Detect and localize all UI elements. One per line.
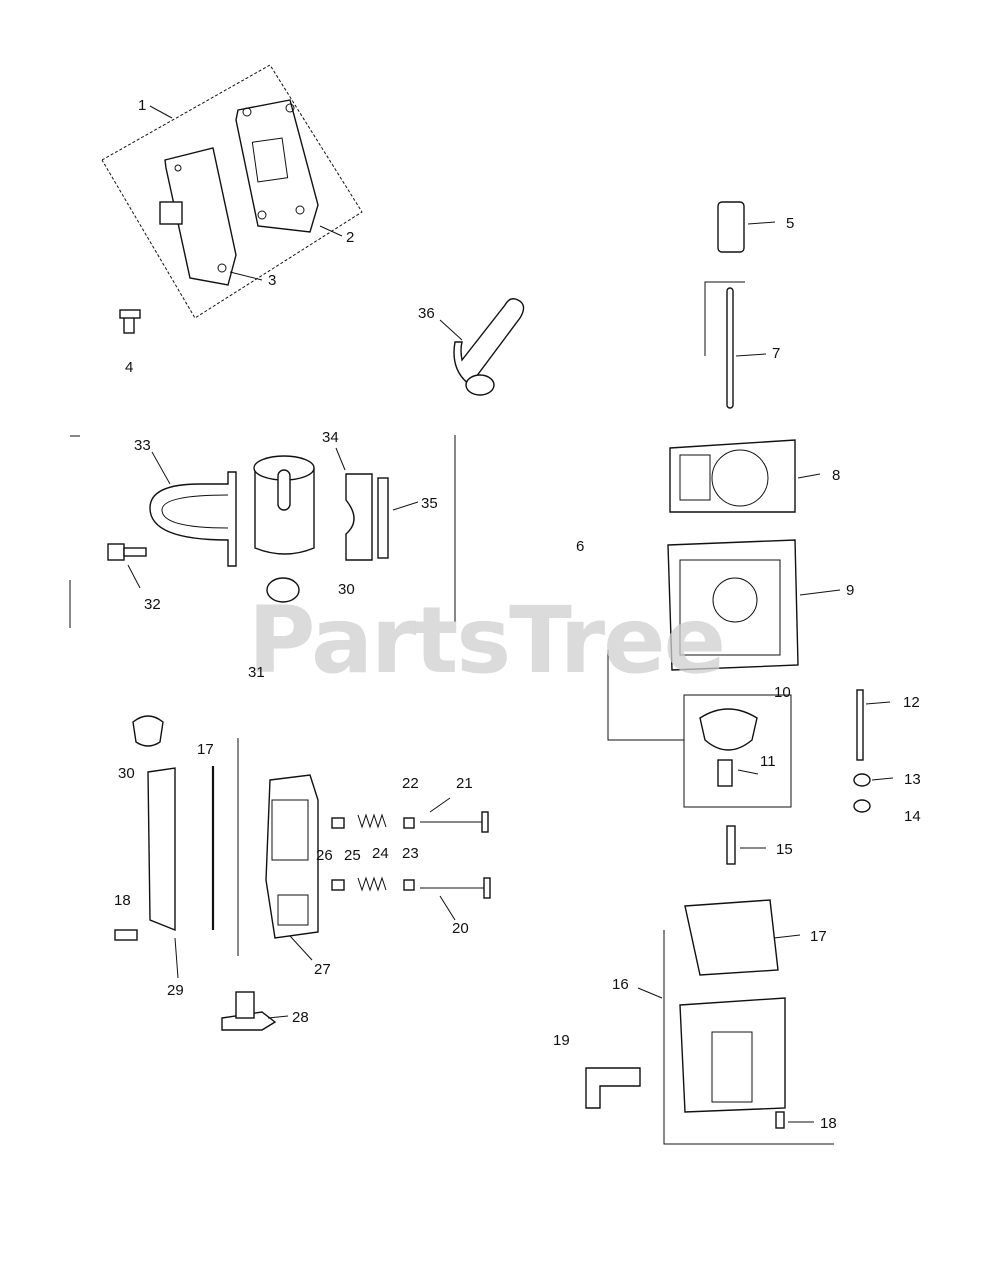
part-pushrod-7: [726, 287, 734, 409]
part-cover-16: [679, 997, 786, 1113]
callout-31: 31: [248, 664, 265, 681]
callout-36: 36: [418, 305, 435, 322]
callout-1: 1: [138, 97, 146, 114]
callout-13: 13: [904, 771, 921, 788]
part-cap-30: [132, 715, 164, 747]
part-strap-33: [149, 471, 237, 567]
part-grommet-31: [266, 577, 300, 603]
callout-30-bottom: 30: [118, 765, 135, 782]
callout-29: 29: [167, 982, 184, 999]
callout-2: 2: [346, 229, 354, 246]
part-bracket-19: [585, 1067, 641, 1109]
callout-6: 6: [576, 538, 584, 555]
callout-labels: 1 2 3 4 36 5 7 8 6 9 10 11 12 13 14 15 1…: [114, 97, 921, 1132]
part-screw-18-right: [775, 1111, 785, 1129]
valve-cover-assembly: [101, 64, 363, 334]
callout-30-top: 30: [338, 581, 355, 598]
callout-25: 25: [344, 847, 361, 864]
callout-5: 5: [786, 215, 794, 232]
callout-27: 27: [314, 961, 331, 978]
callout-17-right: 17: [810, 928, 827, 945]
part-cylinder-head-9: [667, 539, 799, 671]
part-screw-15: [726, 825, 736, 865]
part-nut-13: [853, 773, 871, 787]
part-valve-cover-3: [164, 147, 237, 286]
part-filter-element: [253, 455, 315, 555]
part-screw-4: [119, 309, 141, 334]
callout-17-left: 17: [197, 741, 214, 758]
callout-4: 4: [125, 359, 133, 376]
part-breather-tube-36: [439, 298, 525, 396]
callout-22: 22: [402, 775, 419, 792]
callout-20: 20: [452, 920, 469, 937]
callout-33: 33: [134, 437, 151, 454]
part-stud-11: [717, 759, 733, 787]
callout-21: 21: [456, 775, 473, 792]
part-stud-12: [856, 689, 864, 761]
part-seal-34: [345, 473, 373, 561]
callout-11: 11: [760, 753, 776, 770]
part-plate-35: [377, 477, 389, 559]
part-housing-29: [147, 767, 176, 932]
carburetor-group: [114, 715, 491, 1031]
part-flange-28: [221, 991, 277, 1031]
part-gasket-17-right: [684, 899, 779, 976]
callout-19: 19: [553, 1032, 570, 1049]
watermark: PartsTree: [248, 587, 724, 694]
callout-18-left: 18: [114, 892, 131, 909]
callout-18-right: 18: [820, 1115, 837, 1132]
part-head-gasket-8: [669, 439, 796, 513]
callout-16: 16: [612, 976, 629, 993]
air-cleaner-group: [69, 435, 456, 628]
part-carburetor-27: [265, 774, 319, 939]
callout-15: 15: [776, 841, 793, 858]
part-springs-and-screws: [331, 811, 491, 899]
part-pin-5: [717, 201, 745, 253]
callout-12: 12: [903, 694, 920, 711]
callout-23: 23: [402, 845, 419, 862]
callout-24: 24: [372, 845, 389, 862]
part-nut-14: [853, 799, 871, 813]
part-gasket-2: [235, 99, 319, 233]
callout-10: 10: [774, 684, 791, 701]
callout-7: 7: [772, 345, 780, 362]
callout-3: 3: [268, 272, 276, 289]
part-screw-18-left: [114, 929, 138, 941]
callout-34: 34: [322, 429, 339, 446]
part-rocker-10: [699, 708, 758, 751]
callout-14: 14: [904, 808, 921, 825]
callout-8: 8: [832, 467, 840, 484]
callout-26: 26: [316, 847, 333, 864]
part-bolt-32: [107, 543, 147, 561]
callout-32: 32: [144, 596, 161, 613]
callout-35: 35: [421, 495, 438, 512]
callout-9: 9: [846, 582, 854, 599]
callout-28: 28: [292, 1009, 309, 1026]
cylinder-head-group: [585, 201, 894, 1145]
